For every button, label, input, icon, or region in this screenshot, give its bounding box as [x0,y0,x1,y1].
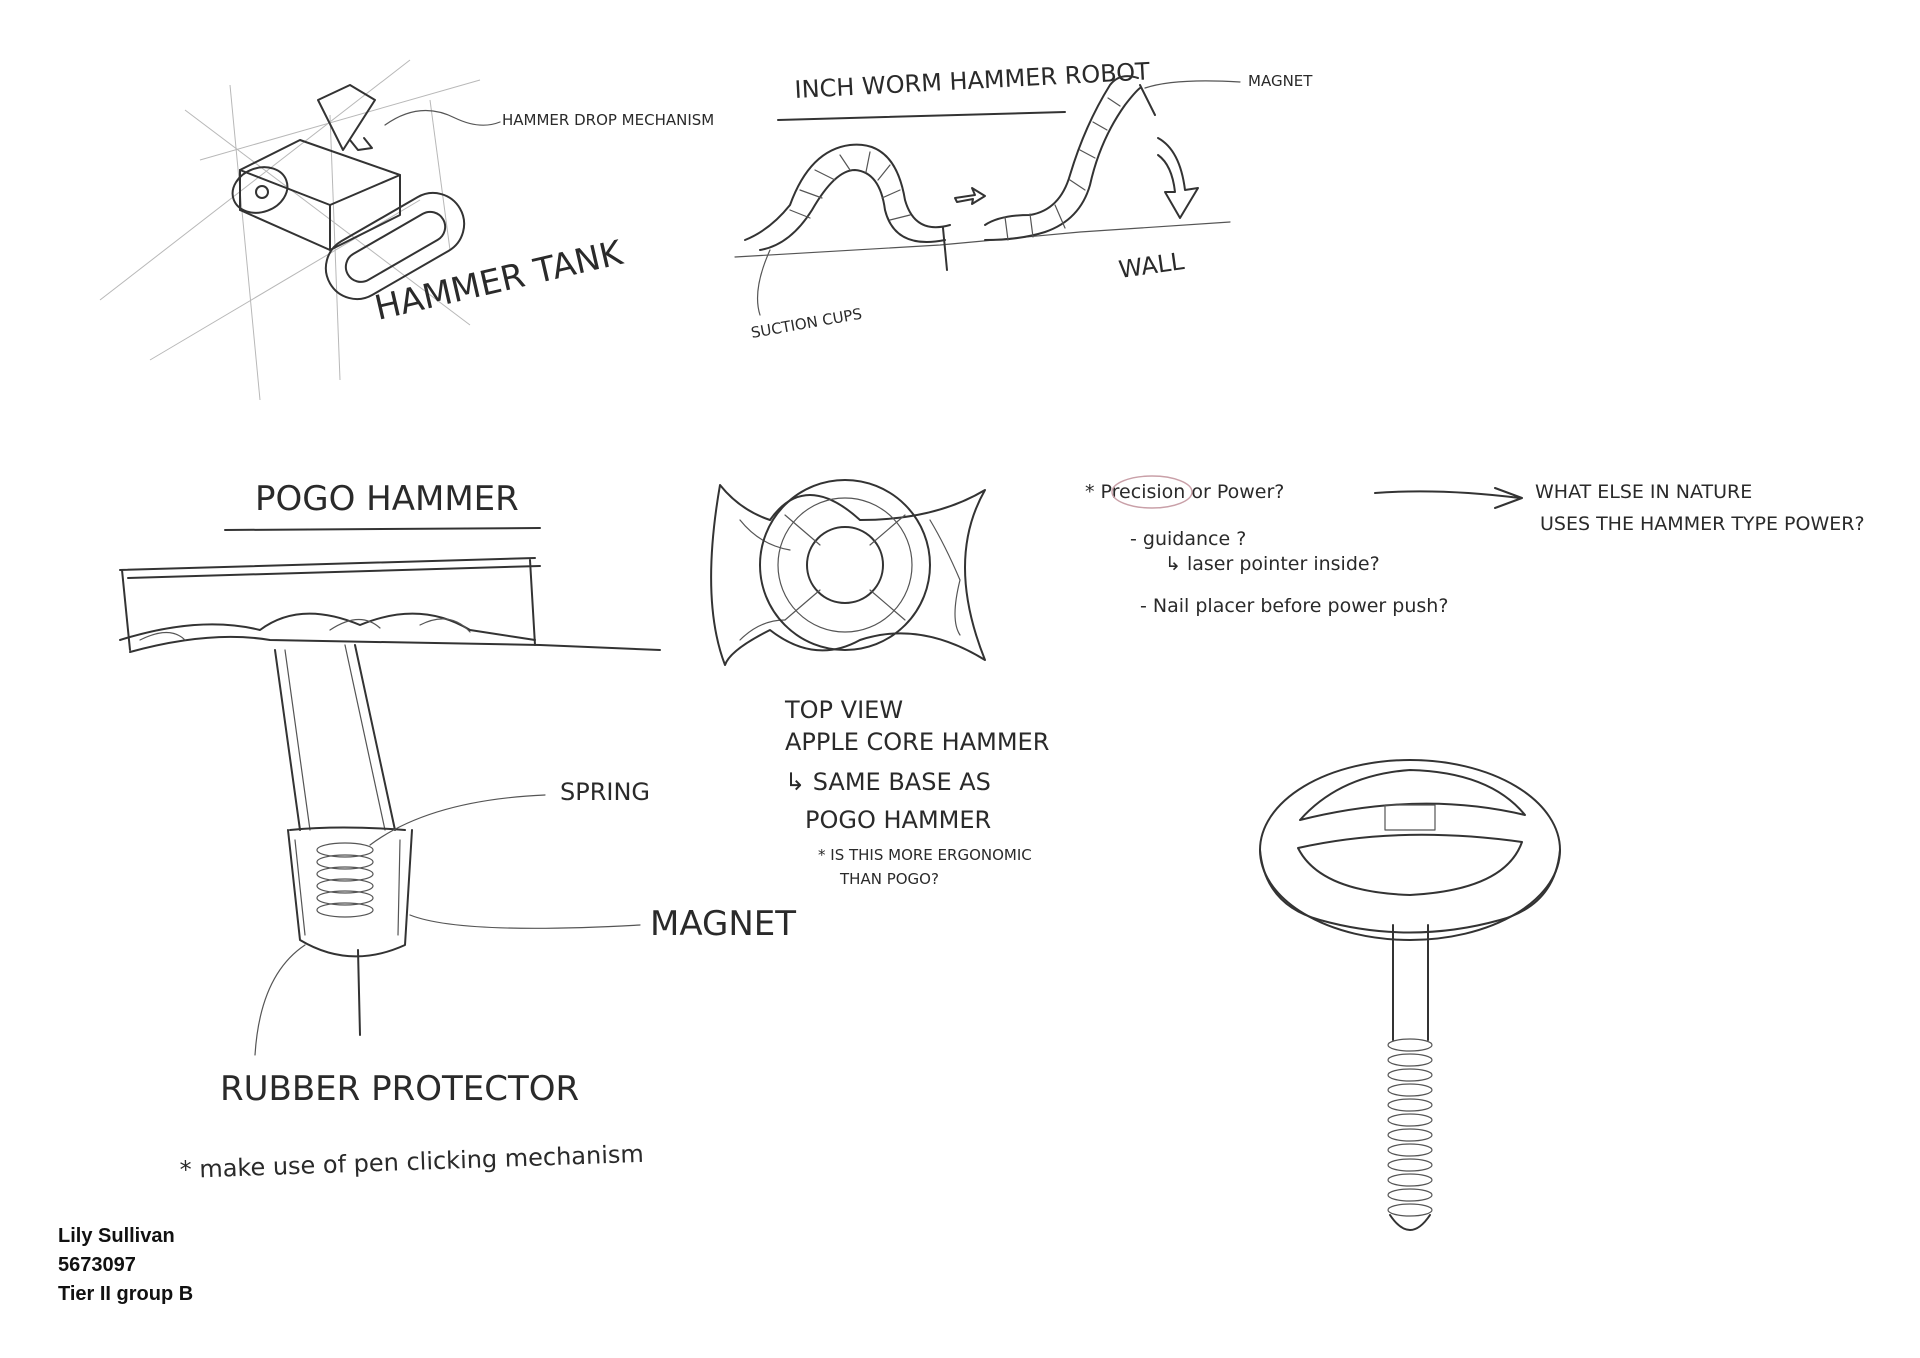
knob-side [1259,849,1561,934]
precision-circle [1111,475,1193,509]
perspective-grid [99,59,481,401]
pogo-shaft [274,644,406,831]
hammer-tank-sketch: HAMMER DROP MECHANISM HAMMER TANK [99,59,714,401]
apple-core-sketch: TOP VIEW APPLE CORE HAMMER ↳ SAME BASE A… [710,479,1049,888]
pen-click-note: * make use of pen clicking mechanism [179,1140,644,1184]
tank-body [231,139,401,251]
inchworm-magnet-label: MAGNET [1248,72,1313,90]
hammer-tank-title: HAMMER TANK [371,233,628,329]
pogo-nail [357,949,361,1036]
pogo-spring-housing [287,829,413,958]
bowtie-inner [739,519,961,641]
pogo-handle [119,557,661,653]
laser-pointer-question: ↳ laser pointer inside? [1165,553,1380,575]
group-label: Tier II group B [58,1283,194,1305]
pogo-spring-label: SPRING [560,778,650,806]
worm-climb [984,75,1156,241]
pogo-title-underline [224,527,541,531]
guidance-question: - guidance ? [1130,528,1246,550]
knob-slot-lower [1297,833,1523,896]
ergonomic-note: * IS THIS MORE ERGONOMIC [818,846,1032,864]
worm-arch [744,143,951,271]
design-questions: * Precision or Power? - guidance ? ↳ las… [1085,475,1865,617]
top-view-label: TOP VIEW [784,696,903,724]
nail-hammer-render [1259,759,1561,1231]
render-shaft [1392,924,1429,1041]
nature-question-2: USES THE HAMMER TYPE POWER? [1540,513,1865,535]
hammer-drop-mechanism [317,84,376,151]
middle-ring [777,497,913,633]
author-name: Lily Sullivan [58,1225,175,1247]
student-id: 5673097 [58,1254,136,1276]
knob-core [1384,804,1436,831]
knob-slot-upper [1299,769,1526,821]
author-block: Lily Sullivan 5673097 Tier II group B [58,1222,193,1309]
suction-leader-line [756,249,771,316]
pogo-hammer-sketch: POGO HAMMER [119,479,796,1184]
rubber-protector-label: RUBBER PROTECTOR [220,1069,579,1109]
spring-leader-line [369,794,546,846]
inchworm-title: INCH WORM HAMMER ROBOT [794,57,1151,104]
ergonomic-note-2: THAN POGO? [839,870,939,888]
nature-arrow [1374,487,1523,509]
apple-core-title: APPLE CORE HAMMER [785,728,1049,756]
magnet-leader-line [1144,80,1241,89]
render-thread [1387,1038,1433,1231]
cross-struts [784,514,906,621]
pogo-magnet-label: MAGNET [650,904,796,944]
down-arrow [1157,137,1199,219]
outer-ring [759,479,931,651]
wall-label: WALL [1117,247,1186,284]
hammer-drop-label: HAMMER DROP MECHANISM [502,111,714,129]
same-base-label: ↳ SAME BASE AS [785,768,991,796]
nail-placer-question: - Nail placer before power push? [1140,595,1448,617]
precision-power-question: * Precision or Power? [1085,481,1284,503]
inchworm-title-underline [777,111,1066,121]
pogo-hammer-title: POGO HAMMER [255,479,519,519]
knob-top [1259,759,1561,941]
bowtie-outline [710,484,986,666]
progress-arrow [954,187,986,205]
pogo-spring [316,842,374,918]
pogo-hammer-ref: POGO HAMMER [805,806,991,834]
suction-cups-label: SUCTION CUPS [750,305,864,342]
center-hub [806,526,884,604]
rubber-leader-line [254,944,306,1056]
magnet-leader-line-pogo [409,914,641,929]
tank-tread [324,192,466,300]
drop-leader-line [384,109,501,126]
nature-question-1: WHAT ELSE IN NATURE [1535,481,1752,503]
inchworm-sketch: INCH WORM HAMMER ROBOT MAGNET SUCTION CU… [734,57,1313,342]
